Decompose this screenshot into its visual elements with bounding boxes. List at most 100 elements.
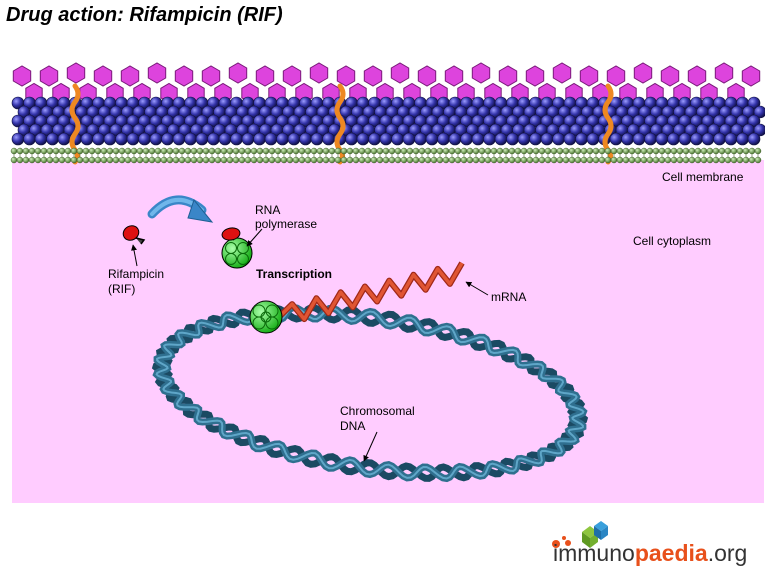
lipid-head xyxy=(646,156,654,164)
lipid-head xyxy=(118,147,126,155)
lipid-head xyxy=(652,147,660,155)
wall-sphere xyxy=(23,132,36,146)
lipid-head xyxy=(682,156,690,164)
dna-strand-highlight xyxy=(155,306,585,480)
lipid-head xyxy=(418,156,426,164)
lipid-head xyxy=(130,147,138,155)
lipid-head xyxy=(238,147,246,155)
lipid-head xyxy=(484,147,492,155)
lipid-head xyxy=(10,147,18,155)
lipid-head xyxy=(328,156,336,164)
logo-text-part1: immuno xyxy=(553,540,635,566)
lipid-head xyxy=(268,156,276,164)
lipid-head xyxy=(658,156,666,164)
wall-sphere xyxy=(276,132,289,146)
lipid-head xyxy=(190,147,198,155)
lipid-head xyxy=(40,156,48,164)
lipid-head xyxy=(748,156,756,164)
lipid-head xyxy=(52,156,60,164)
lipid-head xyxy=(604,156,612,164)
lipid-head xyxy=(274,147,282,155)
lipid-head xyxy=(310,156,318,164)
lipid-head xyxy=(706,147,714,155)
lipid-head xyxy=(688,147,696,155)
lipid-head xyxy=(412,156,420,164)
lipid-head xyxy=(436,156,444,164)
lipid-head xyxy=(334,147,342,155)
wall-sphere xyxy=(391,132,404,146)
hexagon xyxy=(741,65,761,87)
lipid-head xyxy=(46,147,54,155)
wall-sphere xyxy=(379,132,393,146)
lipid-head xyxy=(640,147,648,155)
lipid-head xyxy=(388,156,396,164)
lipid-head xyxy=(76,156,84,164)
lipid-head xyxy=(406,147,414,155)
rna-polymerase-pointer xyxy=(246,228,263,247)
hexagon xyxy=(39,65,59,87)
wall-sphere xyxy=(345,132,358,146)
lipid-head xyxy=(154,156,162,164)
lipid-head xyxy=(220,156,228,164)
lipid-head xyxy=(220,147,228,155)
lipid-head xyxy=(58,156,66,164)
lipid-head xyxy=(28,147,36,155)
wall-sphere xyxy=(126,132,140,146)
lipid-head xyxy=(52,147,60,155)
lipid-head xyxy=(172,147,180,155)
wall-sphere xyxy=(437,132,450,146)
peptidoglycan-hexagon-layer xyxy=(12,62,761,104)
lipid-head xyxy=(262,147,270,155)
wall-sphere xyxy=(115,132,128,146)
wall-sphere xyxy=(299,132,312,146)
lipid-head xyxy=(208,147,216,155)
lipid-head xyxy=(592,147,600,155)
wall-sphere xyxy=(494,132,508,146)
lipid-head xyxy=(658,147,666,155)
wall-sphere xyxy=(529,132,542,146)
lipid-head xyxy=(736,147,744,155)
hexagon xyxy=(147,62,167,84)
wall-sphere xyxy=(552,132,565,146)
lipid-head xyxy=(124,147,132,155)
hexagon xyxy=(417,65,437,87)
lipid-head xyxy=(724,156,732,164)
lipid-head xyxy=(556,156,564,164)
lipid-head xyxy=(412,147,420,155)
lipid-head xyxy=(262,156,270,164)
rifampicin-label-line1: Rifampicin xyxy=(108,267,164,281)
wall-sphere xyxy=(230,132,243,146)
lipid-head xyxy=(628,156,636,164)
lipid-head xyxy=(196,156,204,164)
hexagon xyxy=(66,62,86,84)
hexagon xyxy=(255,65,275,87)
lipid-head xyxy=(442,156,450,164)
wall-sphere xyxy=(724,132,738,146)
lipid-head xyxy=(226,156,234,164)
lipid-head xyxy=(460,156,468,164)
mrna-strand xyxy=(277,261,465,323)
wall-sphere xyxy=(402,132,416,146)
lipid-head xyxy=(478,147,486,155)
lipid-head xyxy=(16,147,24,155)
lipid-head xyxy=(130,156,138,164)
lipid-head xyxy=(754,147,762,155)
lipid-head xyxy=(244,156,252,164)
lipid-head xyxy=(106,147,114,155)
lipid-head xyxy=(382,147,390,155)
lipid-head xyxy=(340,156,348,164)
wall-sphere xyxy=(264,132,278,146)
lipid-head xyxy=(136,147,144,155)
lipid-head xyxy=(40,147,48,155)
lipid-head xyxy=(670,156,678,164)
wall-sphere xyxy=(184,132,197,146)
lipid-head xyxy=(376,147,384,155)
wall-sphere xyxy=(103,132,117,146)
wall-sphere xyxy=(368,132,381,146)
wall-sphere xyxy=(46,132,59,146)
wall-sphere xyxy=(80,132,94,146)
wall-sphere xyxy=(632,132,646,146)
wall-sphere xyxy=(690,132,703,146)
lipid-head xyxy=(580,147,588,155)
lipid-head xyxy=(208,156,216,164)
